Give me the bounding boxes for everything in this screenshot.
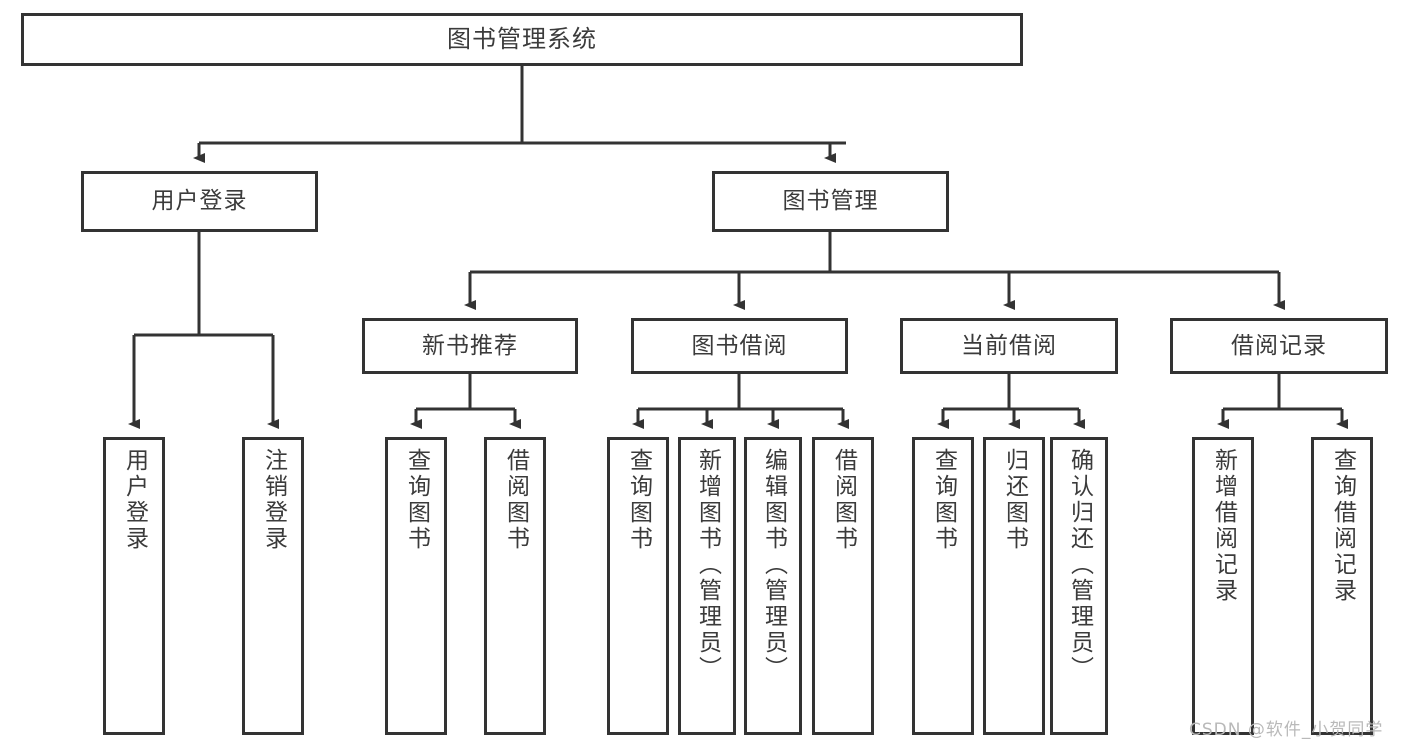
node-leaf-edit-book[interactable]: 编辑图书（管理员） [744,437,802,735]
node-current-borrow-label: 当前借阅 [961,332,1057,359]
node-leaf-confirm-return[interactable]: 确认归还（管理员） [1050,437,1108,735]
node-user-login[interactable]: 用户登录 [81,171,318,232]
node-user-login-label: 用户登录 [151,188,248,215]
node-leaf-query-book-rec[interactable]: 查询图书 [385,437,447,735]
node-root[interactable]: 图书管理系统 [21,13,1023,66]
node-leaf-query-book-borrow[interactable]: 查询图书 [607,437,669,735]
node-leaf-edit-book-label: 编辑图书（管理员） [760,448,787,682]
node-leaf-query-book-borrow-label: 查询图书 [625,448,652,552]
node-leaf-query-book-rec-label: 查询图书 [403,448,430,552]
node-leaf-borrow-book-rec-label: 借阅图书 [502,448,529,552]
node-leaf-query-record-label: 查询借阅记录 [1329,448,1356,604]
node-leaf-borrow-book-label: 借阅图书 [830,448,857,552]
node-leaf-add-record[interactable]: 新增借阅记录 [1192,437,1254,735]
node-book-borrow[interactable]: 图书借阅 [631,318,848,374]
node-root-label: 图书管理系统 [447,24,597,53]
node-borrow-record-label: 借阅记录 [1231,332,1327,359]
node-leaf-user-login[interactable]: 用户登录 [103,437,165,735]
node-leaf-query-book-cur[interactable]: 查询图书 [912,437,974,735]
node-current-borrow[interactable]: 当前借阅 [900,318,1118,374]
node-book-borrow-label: 图书借阅 [691,332,788,359]
node-leaf-borrow-book[interactable]: 借阅图书 [812,437,874,735]
node-leaf-query-book-cur-label: 查询图书 [930,448,957,552]
watermark: CSDN @软件_小贺同学 [1189,720,1384,740]
node-book-manage-label: 图书管理 [782,188,879,215]
node-leaf-user-logout-label: 注销登录 [260,448,287,552]
node-leaf-confirm-return-label: 确认归还（管理员） [1066,448,1093,682]
node-leaf-add-record-label: 新增借阅记录 [1210,448,1237,604]
node-leaf-add-book-label: 新增图书（管理员） [694,448,721,682]
node-leaf-query-record[interactable]: 查询借阅记录 [1311,437,1373,735]
node-leaf-return-book[interactable]: 归还图书 [983,437,1045,735]
node-leaf-return-book-label: 归还图书 [1001,448,1028,552]
node-leaf-add-book[interactable]: 新增图书（管理员） [678,437,736,735]
node-leaf-user-login-label: 用户登录 [121,448,148,552]
node-borrow-record[interactable]: 借阅记录 [1170,318,1388,374]
node-leaf-user-logout[interactable]: 注销登录 [242,437,304,735]
node-new-book-recommend[interactable]: 新书推荐 [362,318,578,374]
node-book-manage[interactable]: 图书管理 [712,171,949,232]
node-new-book-recommend-label: 新书推荐 [422,332,518,359]
node-leaf-borrow-book-rec[interactable]: 借阅图书 [484,437,546,735]
